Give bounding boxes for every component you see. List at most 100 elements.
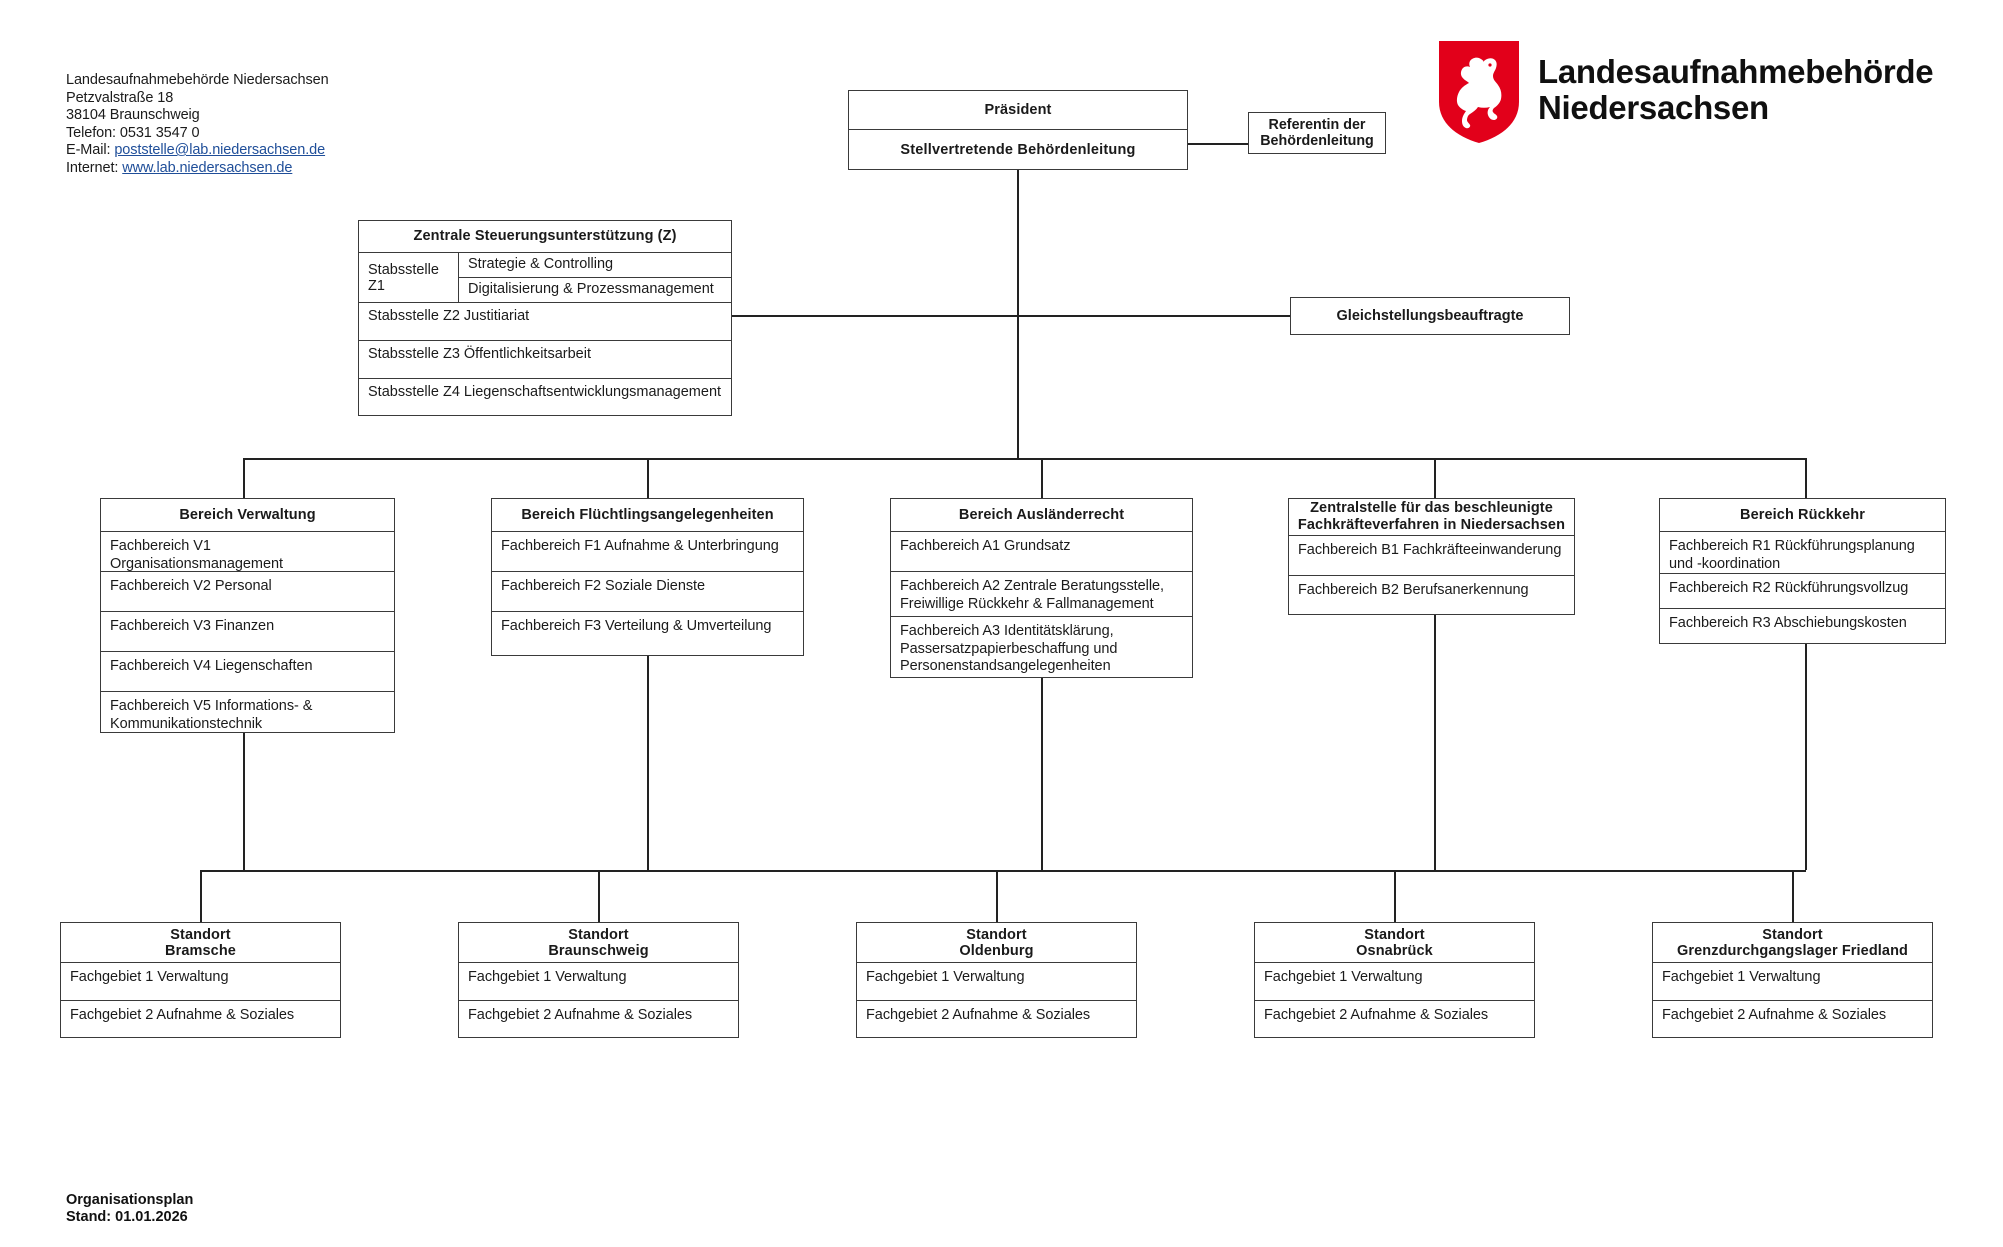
central-unit-z1-items: Strategie & Controlling Digitalisierung … bbox=[459, 253, 731, 302]
location-name: Braunschweig bbox=[548, 942, 649, 959]
spine-president-down bbox=[1017, 170, 1019, 458]
location-prefix: Standort bbox=[170, 926, 231, 943]
central-unit-z1-label: Stabsstelle Z1 bbox=[359, 253, 459, 302]
department-title: Bereich Flüchtlingsangelegenheiten bbox=[492, 499, 803, 532]
department-item: Fachbereich A2 Zentrale Beratungsstelle,… bbox=[891, 572, 1192, 617]
drop-dept-2 bbox=[1041, 458, 1043, 498]
box-location-friedland: Standort Grenzdurchgangslager Friedland … bbox=[1652, 922, 1933, 1038]
contact-street: Petzvalstraße 18 bbox=[66, 89, 174, 106]
drop-location-3 bbox=[1394, 870, 1396, 922]
department-item: Fachbereich R2 Rückführungsvollzug bbox=[1660, 574, 1945, 609]
referent-line-1: Referentin der bbox=[1268, 117, 1366, 133]
logo-line-2: Niedersachsen bbox=[1538, 89, 1769, 126]
department-item: Fachbereich R1 Rückführungsplanung und -… bbox=[1660, 532, 1945, 574]
box-president: Präsident Stellvertretende Behördenleitu… bbox=[848, 90, 1188, 170]
department-title: Zentralstelle für das beschleunigte Fach… bbox=[1289, 499, 1574, 536]
box-location-osnabrueck: Standort Osnabrück Fachgebiet 1 Verwaltu… bbox=[1254, 922, 1535, 1038]
footer-title: Organisationsplan bbox=[66, 1192, 194, 1208]
box-department-verwaltung: Bereich Verwaltung Fachbereich V1 Organi… bbox=[100, 498, 395, 733]
contact-email-line: E-Mail: poststelle@lab.niedersachsen.de bbox=[66, 142, 486, 160]
central-unit-z1-item: Strategie & Controlling bbox=[459, 253, 731, 278]
contact-phone: Telefon: 0531 3547 0 bbox=[66, 124, 200, 141]
department-item: Fachbereich R3 Abschiebungskosten bbox=[1669, 615, 1907, 631]
contact-org: Landesaufnahmebehörde Niedersachsen bbox=[66, 72, 329, 88]
riser-dept-0 bbox=[243, 733, 245, 870]
connector-president-referent bbox=[1188, 143, 1248, 145]
location-item: Fachgebiet 2 Aufnahme & Soziales bbox=[1264, 1007, 1489, 1023]
department-item: Fachbereich V1 Organisationsmanagement bbox=[101, 532, 394, 572]
drop-location-4 bbox=[1792, 870, 1794, 922]
location-item: Fachgebiet 1 Verwaltung bbox=[1653, 963, 1932, 1001]
contact-internet-link[interactable]: www.lab.niedersachsen.de bbox=[122, 159, 293, 176]
logo-line-1: Landesaufnahmebehörde bbox=[1538, 53, 1934, 90]
drop-dept-1 bbox=[647, 458, 649, 498]
lower-saxony-coat-of-arms-icon bbox=[1439, 41, 1519, 143]
central-unit-z1-item: Digitalisierung & Prozessmanagement bbox=[468, 281, 714, 297]
contact-internet-line: Internet: www.lab.niedersachsen.de bbox=[66, 160, 486, 178]
location-name: Bramsche bbox=[165, 942, 236, 959]
contact-block: Landesaufnahmebehörde Niedersachsen Petz… bbox=[66, 72, 486, 177]
location-name: Grenzdurchgangslager Friedland bbox=[1676, 942, 1908, 959]
box-department-fluechtlinge: Bereich Flüchtlingsangelegenheiten Fachb… bbox=[491, 498, 804, 656]
drop-location-2 bbox=[996, 870, 998, 922]
location-name: Osnabrück bbox=[1356, 942, 1433, 959]
riser-dept-4 bbox=[1805, 644, 1807, 870]
location-item: Fachgebiet 1 Verwaltung bbox=[459, 963, 738, 1001]
contact-email-label: E-Mail: bbox=[66, 142, 115, 158]
department-item: Fachbereich F3 Verteilung & Umverteilung bbox=[501, 618, 772, 634]
box-department-rueckkehr: Bereich Rückkehr Fachbereich R1 Rückführ… bbox=[1659, 498, 1946, 644]
bus-departments bbox=[243, 458, 1806, 460]
drop-location-0 bbox=[200, 870, 202, 922]
location-title: Standort Oldenburg bbox=[857, 923, 1136, 963]
location-item: Fachgebiet 2 Aufnahme & Soziales bbox=[1662, 1007, 1887, 1023]
location-item: Fachgebiet 1 Verwaltung bbox=[61, 963, 340, 1001]
location-item: Fachgebiet 2 Aufnahme & Soziales bbox=[866, 1007, 1091, 1023]
drop-dept-0 bbox=[243, 458, 245, 498]
department-item: Fachbereich V4 Liegenschaften bbox=[101, 652, 394, 692]
department-item: Fachbereich F2 Soziale Dienste bbox=[492, 572, 803, 612]
department-title: Bereich Rückkehr bbox=[1660, 499, 1945, 532]
box-location-bramsche: Standort Bramsche Fachgebiet 1 Verwaltun… bbox=[60, 922, 341, 1038]
location-prefix: Standort bbox=[568, 926, 629, 943]
location-title: Standort Osnabrück bbox=[1255, 923, 1534, 963]
contact-city: 38104 Braunschweig bbox=[66, 107, 200, 123]
box-department-zentralstelle: Zentralstelle für das beschleunigte Fach… bbox=[1288, 498, 1575, 615]
box-central-steering: Zentrale Steuerungsunterstützung (Z) Sta… bbox=[358, 220, 732, 416]
location-name: Oldenburg bbox=[959, 942, 1034, 959]
referent-title: Referentin der Behördenleitung bbox=[1249, 113, 1385, 153]
drop-location-1 bbox=[598, 870, 600, 922]
location-prefix: Standort bbox=[966, 926, 1027, 943]
department-item: Fachbereich V5 Informations- & Kommunika… bbox=[110, 698, 313, 732]
president-title: Präsident bbox=[849, 91, 1187, 130]
logo: Landesaufnahmebehörde Niedersachsen bbox=[1438, 40, 1938, 150]
location-item: Fachgebiet 2 Aufnahme & Soziales bbox=[70, 1007, 295, 1023]
bus-locations bbox=[200, 870, 1806, 872]
box-equality-officer: Gleichstellungsbeauftragte bbox=[1290, 297, 1570, 335]
deputy-title: Stellvertretende Behördenleitung bbox=[900, 142, 1136, 159]
department-item: Fachbereich A1 Grundsatz bbox=[891, 532, 1192, 572]
central-unit-z1-group: Stabsstelle Z1 Strategie & Controlling D… bbox=[359, 253, 731, 303]
central-unit-row: Stabsstelle Z4 Liegenschaftsentwicklungs… bbox=[368, 384, 722, 400]
footer: Organisationsplan Stand: 01.01.2026 bbox=[66, 1192, 193, 1226]
riser-dept-3 bbox=[1434, 615, 1436, 870]
department-item: Fachbereich A3 Identitätsklärung, Passer… bbox=[900, 623, 1118, 674]
location-title: Standort Grenzdurchgangslager Friedland bbox=[1653, 923, 1932, 963]
location-item: Fachgebiet 1 Verwaltung bbox=[1255, 963, 1534, 1001]
contact-email-link[interactable]: poststelle@lab.niedersachsen.de bbox=[114, 142, 326, 158]
drop-dept-3 bbox=[1434, 458, 1436, 498]
footer-status: Stand: 01.01.2026 bbox=[66, 1209, 188, 1225]
department-title: Bereich Verwaltung bbox=[101, 499, 394, 532]
location-item: Fachgebiet 1 Verwaltung bbox=[857, 963, 1136, 1001]
box-referent: Referentin der Behördenleitung bbox=[1248, 112, 1386, 154]
drop-dept-4 bbox=[1805, 458, 1807, 498]
central-unit-title: Zentrale Steuerungsunterstützung (Z) bbox=[359, 221, 731, 253]
location-prefix: Standort bbox=[1364, 926, 1425, 943]
department-item: Fachbereich F1 Aufnahme & Unterbringung bbox=[492, 532, 803, 572]
central-unit-row: Stabsstelle Z2 Justitiariat bbox=[359, 303, 731, 341]
department-title: Bereich Ausländerrecht bbox=[891, 499, 1192, 532]
box-location-braunschweig: Standort Braunschweig Fachgebiet 1 Verwa… bbox=[458, 922, 739, 1038]
box-location-oldenburg: Standort Oldenburg Fachgebiet 1 Verwaltu… bbox=[856, 922, 1137, 1038]
riser-dept-1 bbox=[647, 656, 649, 870]
location-prefix: Standort bbox=[1762, 926, 1823, 943]
department-item: Fachbereich V2 Personal bbox=[101, 572, 394, 612]
